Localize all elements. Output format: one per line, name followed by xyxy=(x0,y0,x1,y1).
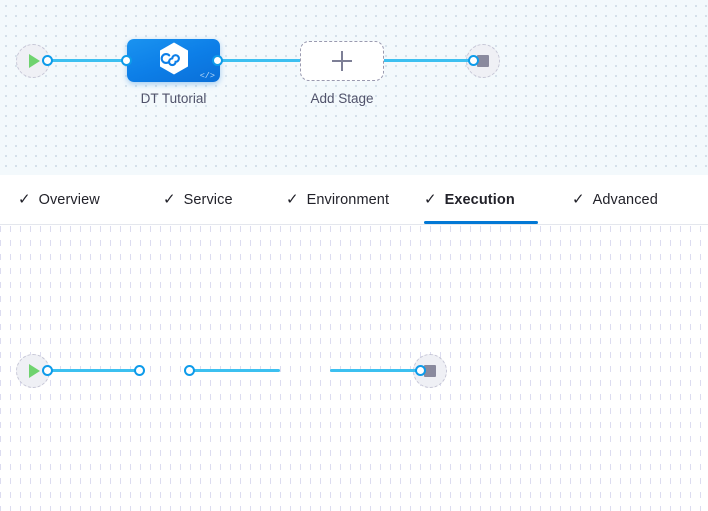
stop-icon xyxy=(424,365,436,377)
pipeline-start-node[interactable] xyxy=(16,44,50,78)
tab-service[interactable]: ✓ Service xyxy=(163,175,253,224)
tab-label: Environment xyxy=(306,191,390,208)
link-addstage-to-end xyxy=(378,59,475,62)
port-end-in[interactable] xyxy=(468,55,479,66)
link-addstep-to-end xyxy=(330,369,422,372)
tab-label: Service xyxy=(183,191,233,208)
tab-environment[interactable]: ✓ Environment xyxy=(286,175,406,224)
stage-node-label: DT Tutorial xyxy=(140,91,207,106)
stage-node-dt-tutorial[interactable]: </> xyxy=(127,39,220,82)
plus-icon xyxy=(332,51,352,71)
check-icon: ✓ xyxy=(163,190,176,208)
port-stage-in[interactable] xyxy=(121,55,132,66)
play-icon xyxy=(29,54,40,68)
check-icon: ✓ xyxy=(286,190,299,208)
stage-config-tabs: ✓ Overview ✓ Service ✓ Environment ✓ Exe… xyxy=(0,175,708,225)
tab-label: Advanced xyxy=(592,191,658,208)
port-start-out[interactable] xyxy=(42,55,53,66)
tab-execution[interactable]: ✓ Execution xyxy=(424,175,538,224)
play-icon xyxy=(29,364,40,378)
add-stage-label: Add Stage xyxy=(310,91,374,106)
check-icon: ✓ xyxy=(424,190,437,208)
stage-graph: </> DT Tutorial Add Stage xyxy=(0,0,708,175)
port-exec-end-in[interactable] xyxy=(415,365,426,376)
add-stage-button[interactable] xyxy=(300,41,384,81)
tab-advanced[interactable]: ✓ Advanced xyxy=(572,175,682,224)
tab-overview[interactable]: ✓ Overview xyxy=(18,175,118,224)
link-step-to-addstep xyxy=(185,369,280,372)
link-start-to-stage xyxy=(43,59,135,62)
port-step-in[interactable] xyxy=(134,365,145,376)
execution-graph-canvas[interactable]: </> Fetch Instances Add Step xyxy=(0,226,708,511)
stop-icon xyxy=(477,55,489,67)
tab-label: Execution xyxy=(444,191,515,208)
execution-graph: </> Fetch Instances Add Step xyxy=(0,226,708,511)
stage-graph-canvas[interactable]: </> DT Tutorial Add Stage xyxy=(0,0,708,175)
tab-label: Overview xyxy=(38,191,100,208)
port-step-out[interactable] xyxy=(184,365,195,376)
port-stage-out[interactable] xyxy=(212,55,223,66)
grid-pattern xyxy=(0,226,708,511)
check-icon: ✓ xyxy=(572,190,585,208)
hexagon-infinity-icon xyxy=(158,41,190,80)
code-badge-icon: </> xyxy=(199,70,215,81)
check-icon: ✓ xyxy=(18,190,31,208)
port-exec-start-out[interactable] xyxy=(42,365,53,376)
link-stage-to-addstage xyxy=(212,59,308,62)
link-start-to-step xyxy=(43,369,139,372)
